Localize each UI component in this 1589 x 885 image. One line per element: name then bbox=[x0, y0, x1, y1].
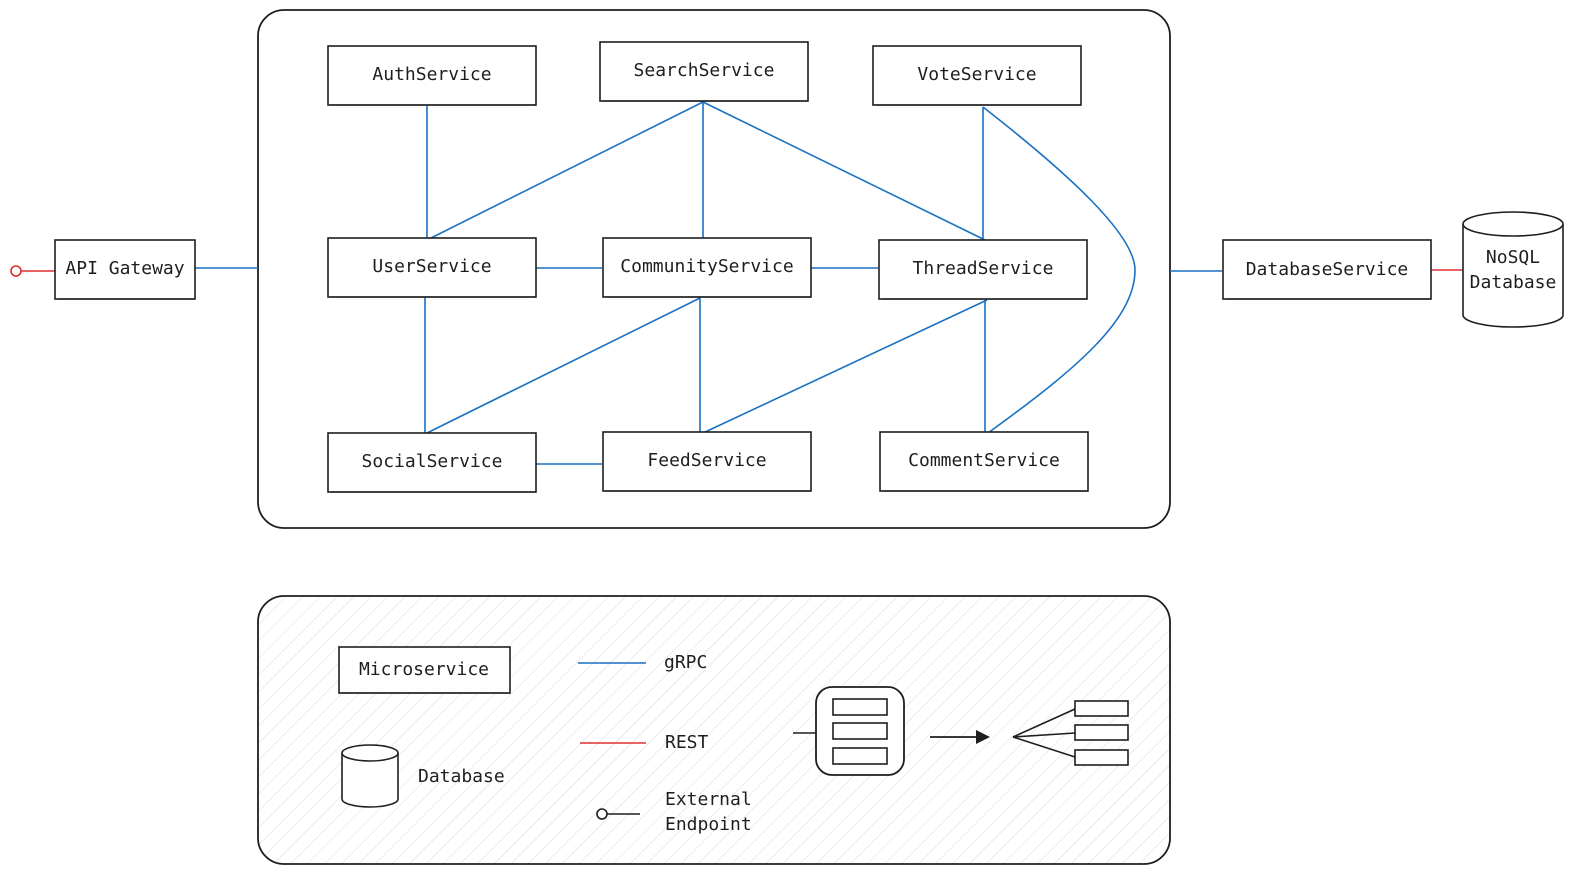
database-icon bbox=[341, 753, 399, 808]
service-label: AuthService bbox=[372, 64, 491, 85]
service-label: VoteService bbox=[917, 64, 1036, 85]
search-thread-link bbox=[702, 101, 986, 241]
service-label: CommentService bbox=[908, 450, 1060, 471]
database-service-label: DatabaseService bbox=[1246, 259, 1409, 280]
nosql-label-line1: NoSQL bbox=[1486, 247, 1540, 268]
thread-feed-link bbox=[702, 299, 988, 434]
service-community[interactable]: CommunityService bbox=[602, 237, 812, 298]
search-user-link bbox=[426, 101, 704, 241]
service-social[interactable]: SocialService bbox=[327, 432, 537, 493]
legend-rest-label: REST bbox=[665, 732, 709, 753]
service-auth[interactable]: AuthService bbox=[327, 45, 537, 106]
legend-rest: REST bbox=[580, 732, 709, 753]
legend-microservice: Microservice bbox=[338, 646, 511, 694]
legend-database: Database bbox=[341, 744, 505, 808]
service-label: ThreadService bbox=[913, 258, 1054, 279]
api-gateway-label: API Gateway bbox=[65, 258, 184, 279]
service-thread[interactable]: ThreadService bbox=[878, 239, 1088, 300]
external-endpoint-icon bbox=[10, 265, 22, 277]
service-user[interactable]: UserService bbox=[327, 237, 537, 298]
endpoint-icon bbox=[596, 808, 608, 820]
vote-comment-link bbox=[982, 106, 1136, 434]
service-search[interactable]: SearchService bbox=[599, 41, 809, 102]
grpc-connections bbox=[194, 101, 1222, 465]
service-comment[interactable]: CommentService bbox=[879, 431, 1089, 492]
services-container bbox=[257, 9, 1171, 529]
legend-grpc-label: gRPC bbox=[664, 652, 707, 673]
legend-microservice-label: Microservice bbox=[359, 659, 489, 680]
service-label: SearchService bbox=[634, 60, 775, 81]
nosql-label-line2: Database bbox=[1470, 272, 1557, 293]
database-service-box[interactable]: DatabaseService bbox=[1222, 239, 1432, 300]
legend-database-label: Database bbox=[418, 766, 505, 787]
service-vote[interactable]: VoteService bbox=[872, 45, 1082, 106]
service-label: UserService bbox=[372, 256, 491, 277]
legend-external-endpoint: External Endpoint bbox=[596, 789, 752, 835]
service-label: SocialService bbox=[362, 451, 503, 472]
service-label: CommunityService bbox=[620, 256, 793, 277]
legend-panel: Microservice Database gRPC REST External… bbox=[257, 595, 1171, 865]
nosql-database-cylinder[interactable]: NoSQL Database bbox=[1462, 211, 1564, 328]
service-label: FeedService bbox=[647, 450, 766, 471]
legend-grpc: gRPC bbox=[578, 652, 707, 673]
legend-external-label-line1: External bbox=[665, 789, 752, 810]
community-social-link bbox=[426, 297, 701, 434]
legend-external-label-line2: Endpoint bbox=[665, 814, 752, 835]
service-feed[interactable]: FeedService bbox=[602, 431, 812, 492]
api-gateway-box[interactable]: API Gateway bbox=[54, 239, 196, 300]
queue-fanout-icon bbox=[793, 686, 1129, 776]
